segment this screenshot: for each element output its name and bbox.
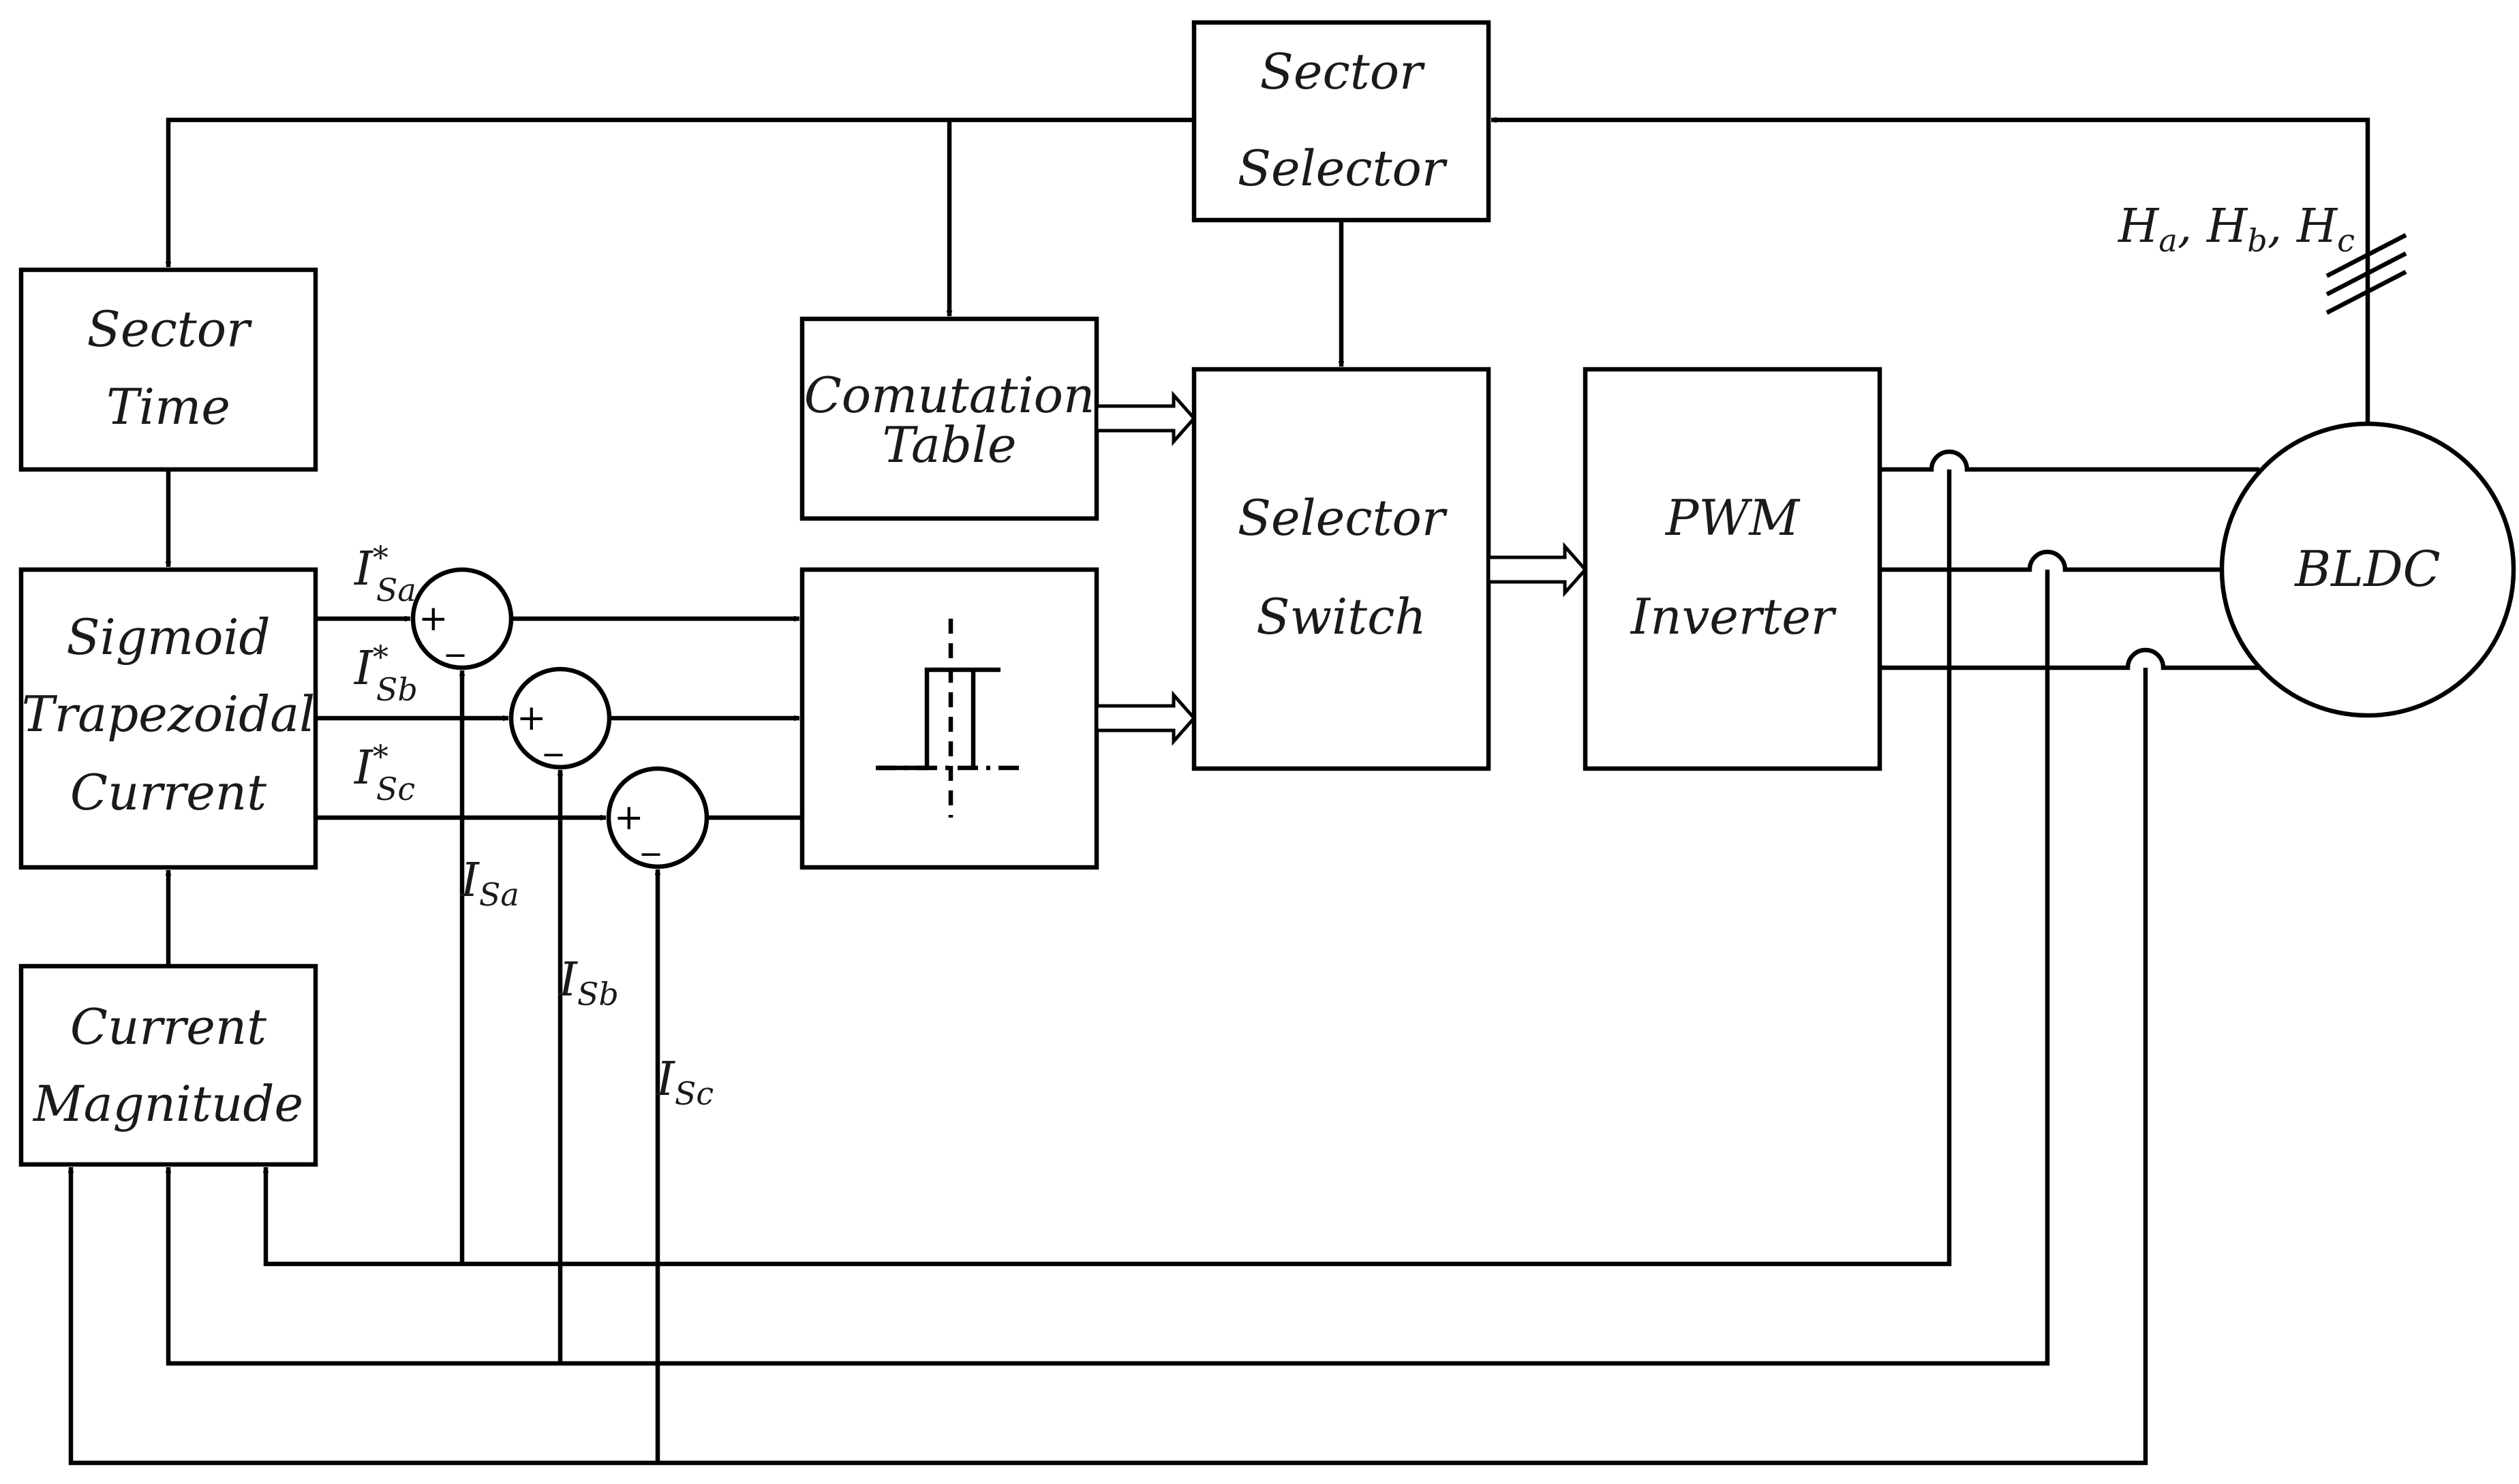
comutation-table-block: Comutation Table xyxy=(799,316,1099,521)
comparator-to-switch-arrow xyxy=(1095,690,1197,746)
phase-a-line xyxy=(1880,449,2259,472)
sector-selector-label-1: Sector xyxy=(1260,43,1426,100)
feedback-a-loop xyxy=(266,469,1952,1267)
summer-a: + _ xyxy=(410,567,514,670)
comutation-table-label-1: Comutation xyxy=(804,367,1095,424)
sector-selector-label-2: Selector xyxy=(1238,140,1448,197)
summer-c-minus: _ xyxy=(641,816,660,856)
phase-c-line xyxy=(1880,647,2259,670)
sector-selector-block: Sector Selector xyxy=(1191,20,1491,223)
pwm-inverter-label-1: PWM xyxy=(1664,489,1801,546)
comutation-table-label-2: Table xyxy=(882,416,1016,474)
summer-a-plus: + xyxy=(418,598,448,639)
hall-to-sector-selector-wire xyxy=(1491,120,2370,424)
meas-current-b-label: ISb xyxy=(558,953,619,1012)
hysteresis-comparator-block xyxy=(799,567,1099,870)
ref-current-c-label: I*Sc xyxy=(353,738,415,807)
sigmoid-label-1: Sigmoid xyxy=(66,608,270,666)
sector-to-sector-time-wire xyxy=(168,117,1194,267)
sector-time-block: Sector Time xyxy=(18,267,318,472)
hall-sensor-label: Ha, Hb, Hc xyxy=(2117,200,2355,259)
selector-switch-label-1: Selector xyxy=(1238,489,1448,546)
meas-current-c-label: ISc xyxy=(655,1053,714,1112)
summer-c-plus: + xyxy=(614,797,644,838)
summer-b-minus: _ xyxy=(544,716,563,757)
hall-bus-ticks xyxy=(2325,233,2407,315)
current-magnitude-label-2: Magnitude xyxy=(32,1075,303,1132)
sigmoid-label-3: Current xyxy=(70,764,267,821)
meas-current-a-label: ISa xyxy=(459,854,519,913)
comutation-to-switch-arrow xyxy=(1095,390,1197,446)
selector-switch-label-2: Switch xyxy=(1256,588,1426,645)
feedback-b-loop xyxy=(168,570,2050,1366)
summer-b-plus: + xyxy=(517,698,547,739)
current-magnitude-label-1: Current xyxy=(70,998,267,1055)
phase-b-line xyxy=(1880,549,2222,572)
summer-a-minus: _ xyxy=(446,617,465,658)
bldc-motor: BLDC xyxy=(2219,421,2516,718)
sigmoid-label-2: Trapezoidal xyxy=(22,685,315,743)
summer-c: + _ xyxy=(606,766,709,869)
bldc-label: BLDC xyxy=(2293,540,2441,598)
sigmoid-trapezoidal-current-block: Sigmoid Trapezoidal Current xyxy=(18,567,318,870)
summer-b: + _ xyxy=(508,666,612,770)
current-magnitude-block: Current Magnitude xyxy=(18,963,318,1167)
ref-current-a-label: I*Sa xyxy=(353,539,416,608)
feedback-c-loop xyxy=(71,668,2148,1466)
ref-current-b-label: I*Sb xyxy=(353,638,418,708)
pwm-inverter-label-2: Inverter xyxy=(1630,588,1837,645)
sector-time-label-1: Sector xyxy=(87,300,253,358)
selector-switch-block: Selector Switch xyxy=(1191,367,1491,771)
pwm-inverter-block: PWM Inverter xyxy=(1583,367,1882,771)
switch-to-pwm-arrow xyxy=(1486,542,1588,598)
sector-time-label-2: Time xyxy=(106,378,230,435)
